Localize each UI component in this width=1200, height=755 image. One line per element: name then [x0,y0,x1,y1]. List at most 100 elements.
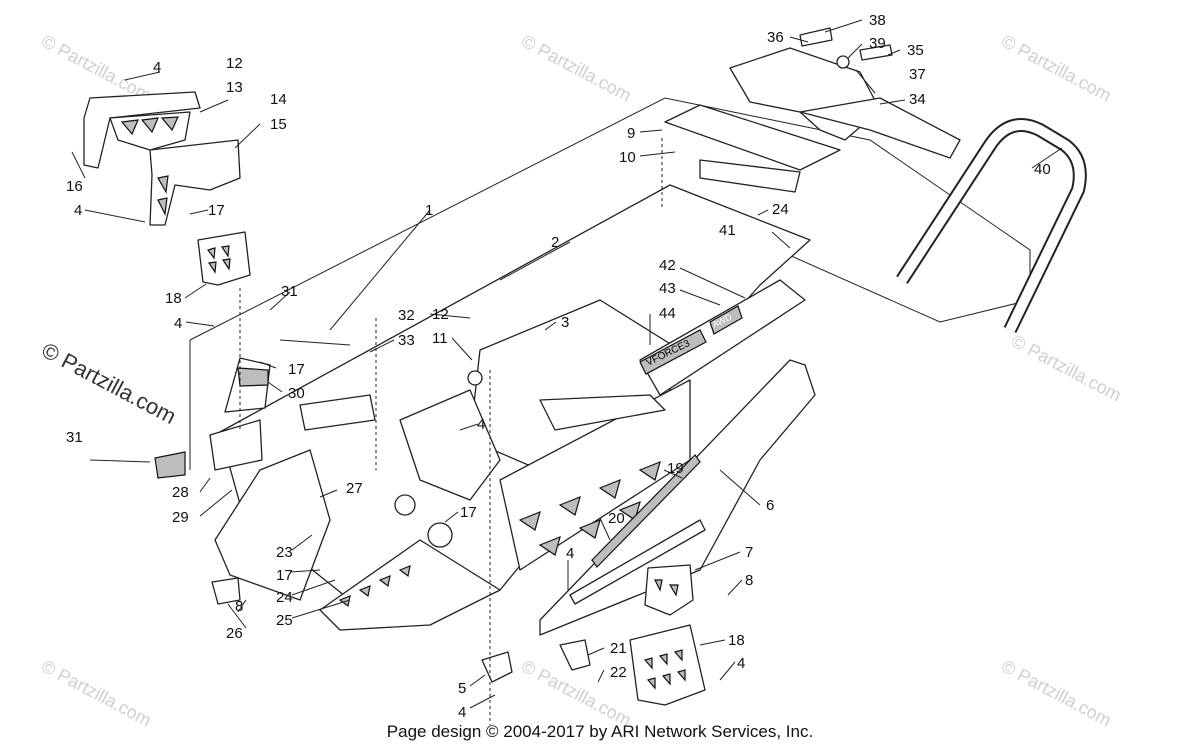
callout-24: 24 [772,201,789,218]
leader-24 [291,579,336,596]
callout-35: 35 [907,42,924,59]
callout-4: 4 [477,416,485,433]
leader-17 [289,569,321,573]
tunnel-side-left [399,389,501,501]
grab-bar-40-outer [896,118,1087,334]
rail-19 [591,454,701,568]
leader-42 [679,267,746,299]
grab-bar-40-inner [897,120,1085,333]
leader-18 [699,639,726,646]
leader-17-left [259,361,277,369]
callout-7: 7 [745,544,753,561]
watermark: © Partzilla.com [998,31,1114,106]
cooler-31 [154,451,186,479]
bushing [394,494,416,516]
pad-35 [859,44,893,61]
bumper-mount [299,394,376,431]
plate-5 [481,651,513,683]
leader-22 [597,669,605,683]
leader-3 [544,321,557,331]
callout-37: 37 [909,66,926,83]
frame-reference-line [189,97,1031,341]
page-footer: Page design © 2004-2017 by ARI Network S… [386,722,814,741]
callout-8: 8 [235,598,243,615]
callout-3: 3 [561,314,569,331]
leader-29 [199,489,233,517]
callout-27: 27 [346,480,363,497]
leader-40 [1031,147,1063,169]
front-bracket-15 [149,139,241,226]
callout-28: 28 [172,484,189,501]
callout-23: 23 [276,544,293,561]
callout-2: 2 [551,234,559,251]
seat-rail [799,97,961,159]
leader-39 [847,43,863,59]
pad-38 [799,27,833,47]
callout-4: 4 [737,655,745,672]
leader-43 [679,289,721,306]
callout-4: 4 [458,704,466,721]
bushing-17 [427,522,453,548]
leader-7 [694,551,741,571]
tunnel-cutouts [518,460,661,556]
callout-14: 14 [270,91,287,108]
callout-17: 17 [460,504,477,521]
leader-35 [887,49,901,56]
watermark: © Partzilla.com [1008,331,1124,406]
callout-29: 29 [172,509,189,526]
cross-member [539,394,666,431]
leader-28 [199,477,211,493]
leader-4-lower [719,661,736,681]
nut-39 [836,55,850,69]
running-board-assembly [539,359,816,636]
callout-8: 8 [745,572,753,589]
rear-plate-flange [699,159,801,193]
callout-30: 30 [288,385,305,402]
front-left-side-panel [214,449,331,601]
callout-9: 9 [627,125,635,142]
leader-8-left [237,599,247,613]
callout-18: 18 [728,632,745,649]
grommet-11 [467,370,483,386]
bracket-cutouts [120,116,179,136]
frame-outline-lines [189,97,1031,470]
callout-31: 31 [281,283,298,300]
leader-17-mid [444,511,459,523]
callout-10: 10 [619,149,636,166]
callout-labels: 1 2 3 4 4 4 4 4 4 4 5 6 7 8 8 9 10 11 12… [66,12,1051,721]
leader-31 [269,291,291,311]
leader-36 [789,36,809,43]
leader-1 [329,209,431,331]
leader-20 [599,517,611,541]
bracket-21 [559,639,591,671]
callout-4: 4 [74,202,82,219]
watermark: © Partzilla.com [998,656,1114,731]
leader-10 [639,151,676,157]
watermark-large: © Partzilla.com [38,337,181,429]
callout-12: 12 [432,306,449,323]
callout-13: 13 [226,79,243,96]
callout-21: 21 [610,640,627,657]
callout-19: 19 [667,460,684,477]
leader-18-top [184,283,207,299]
callout-17: 17 [276,567,293,584]
bracket-7-holes [654,579,679,597]
callout-16: 16 [66,178,83,195]
callout-44: 44 [659,305,676,322]
footrest-18-upper [197,231,251,286]
callout-42: 42 [659,257,676,274]
leader-27 [319,489,338,498]
leader-17-top [189,209,209,215]
lower-brackets [154,357,706,706]
callout-36: 36 [767,29,784,46]
running-board-6 [539,359,816,636]
vforce-decal [639,329,707,375]
leader-38 [824,19,863,33]
footrest-holes [643,649,686,690]
leader-4-top [124,71,161,81]
bracket-7 [644,564,694,616]
cooler-30 [237,367,269,387]
callout-43: 43 [659,280,676,297]
